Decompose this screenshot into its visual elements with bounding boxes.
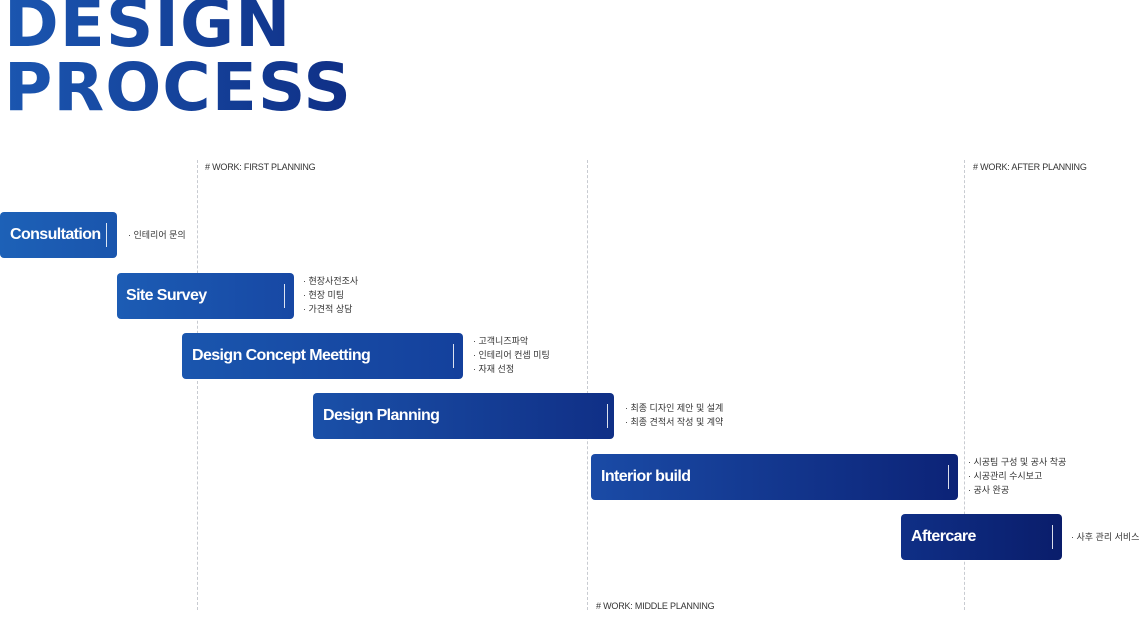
step-label: Site Survey	[126, 287, 207, 304]
note-item: 가견적 상담	[303, 302, 358, 316]
step-label: Interior build	[601, 468, 691, 485]
step-consultation[interactable]: Consultation	[0, 212, 117, 258]
step-label: Design Concept Meetting	[192, 347, 371, 364]
step-notes-interior-build: 시공팀 구성 및 공사 착공 시공관리 수시보고 공사 완공	[968, 455, 1067, 497]
step-divider	[948, 465, 949, 489]
guide-label-first: # WORK: FIRST PLANNING	[205, 162, 316, 172]
step-notes-consultation: 인테리어 문의	[128, 228, 186, 242]
guide-line-after	[964, 160, 965, 610]
guide-label-middle: # WORK: MIDDLE PLANNING	[596, 601, 715, 611]
page-title: DESIGN PROCESS	[4, 0, 352, 120]
note-item: 고객니즈파악	[473, 334, 550, 348]
step-divider	[106, 223, 107, 247]
step-notes-aftercare: 사후 관리 서비스	[1071, 530, 1140, 544]
note-item: 시공관리 수시보고	[968, 469, 1066, 483]
note-item: 공사 완공	[968, 483, 1066, 497]
step-divider	[607, 404, 608, 428]
note-item: 최종 디자인 제안 및 설계	[625, 401, 724, 415]
step-label: Aftercare	[911, 528, 976, 545]
step-label: Design Planning	[323, 407, 440, 424]
title-line-design: DESIGN	[4, 0, 292, 62]
step-design-concept-meeting[interactable]: Design Concept Meetting	[182, 333, 463, 379]
step-divider	[1052, 525, 1053, 549]
title-line-process: PROCESS	[4, 49, 352, 126]
note-item: 인테리어 컨셉 미팅	[473, 348, 550, 362]
guide-line-first	[197, 160, 198, 610]
step-label: Consultation	[10, 226, 101, 243]
guide-line-middle	[587, 160, 588, 610]
guide-label-after: # WORK: AFTER PLANNING	[973, 162, 1087, 172]
note-item: 현장사전조사	[303, 274, 359, 288]
note-item: 현장 미팅	[303, 288, 358, 302]
step-aftercare[interactable]: Aftercare	[901, 514, 1062, 560]
step-divider	[453, 344, 454, 368]
step-divider	[284, 284, 285, 308]
step-notes-design-planning: 최종 디자인 제안 및 설계 최종 견적서 작성 및 계약	[625, 401, 724, 429]
note-item: 인테리어 문의	[128, 228, 186, 242]
step-site-survey[interactable]: Site Survey	[117, 273, 294, 319]
step-notes-design-concept-meeting: 고객니즈파악 인테리어 컨셉 미팅 자재 선정	[473, 334, 550, 376]
step-design-planning[interactable]: Design Planning	[313, 393, 614, 439]
note-item: 시공팀 구성 및 공사 착공	[968, 455, 1067, 469]
note-item: 사후 관리 서비스	[1071, 530, 1140, 544]
note-item: 자재 선정	[473, 362, 550, 376]
step-notes-site-survey: 현장사전조사 현장 미팅 가견적 상담	[303, 274, 359, 316]
note-item: 최종 견적서 작성 및 계약	[625, 415, 724, 429]
step-interior-build[interactable]: Interior build	[591, 454, 958, 500]
